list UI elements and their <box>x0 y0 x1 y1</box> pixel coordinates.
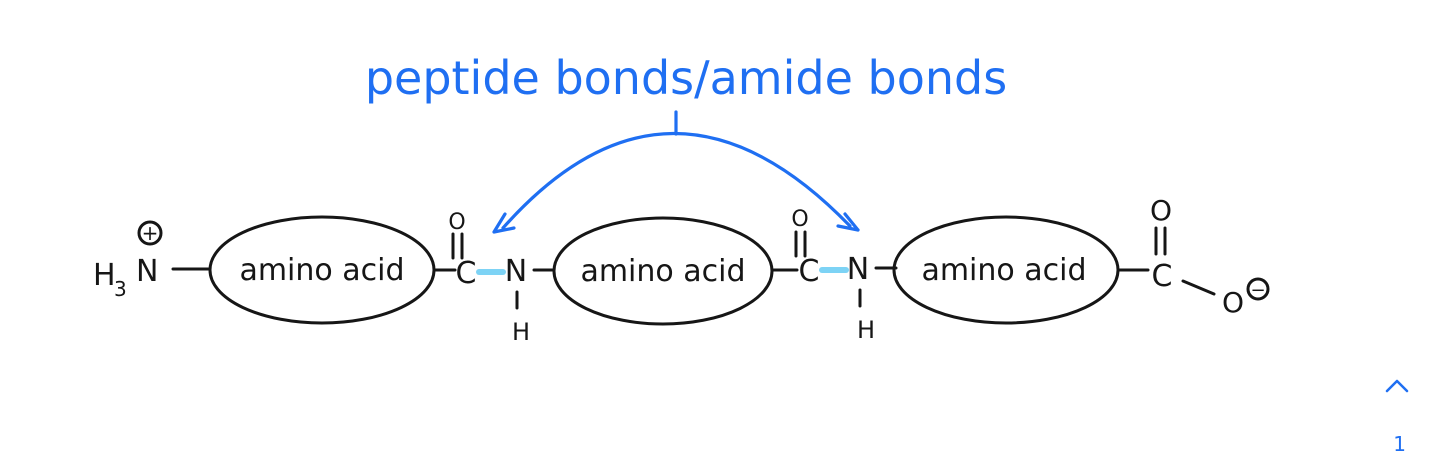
carboxyl-carbon: C <box>1152 259 1173 294</box>
carbonyl-oxygen: O <box>1150 194 1172 227</box>
diagram-title: peptide bonds/amide bonds <box>365 51 1007 105</box>
amide-link-1: O C N H <box>448 210 556 346</box>
amide-nitrogen: N <box>505 254 527 289</box>
amide-hydrogen: H <box>512 318 530 346</box>
carbonyl-oxygen: O <box>791 207 808 232</box>
scroll-up-button[interactable] <box>1382 372 1412 398</box>
amide-link-2: O C N H <box>791 207 898 344</box>
n-terminus-hydrogen: H <box>93 258 116 293</box>
annotation-arrow <box>492 110 860 234</box>
carbonyl-carbon: C <box>799 254 820 289</box>
n-terminus-nitrogen: N <box>136 254 158 289</box>
anion-oxygen: O <box>1222 286 1244 319</box>
carbonyl-carbon: C <box>456 256 477 291</box>
residue-label: amino acid <box>239 253 404 288</box>
n-terminus-charge: + <box>142 221 159 245</box>
carbonyl-oxygen: O <box>448 210 465 235</box>
amide-nitrogen: N <box>847 252 869 287</box>
residue-label: amino acid <box>921 253 1086 288</box>
n-terminus: H 3 N + <box>93 220 212 301</box>
residue-2: amino acid <box>552 216 774 326</box>
n-terminus-subscript: 3 <box>114 277 127 301</box>
c-terminus-charge: − <box>1250 280 1265 301</box>
residue-label: amino acid <box>580 254 745 289</box>
amide-hydrogen: H <box>857 316 875 344</box>
positive-charge-icon <box>137 220 163 246</box>
chevron-up-icon <box>1385 379 1409 393</box>
page-number: 1 <box>1393 432 1406 456</box>
negative-charge-icon <box>1246 277 1270 301</box>
c-terminus: O C O − <box>1150 194 1270 319</box>
residue-1: amino acid <box>208 215 436 325</box>
residue-3: amino acid <box>892 215 1120 325</box>
